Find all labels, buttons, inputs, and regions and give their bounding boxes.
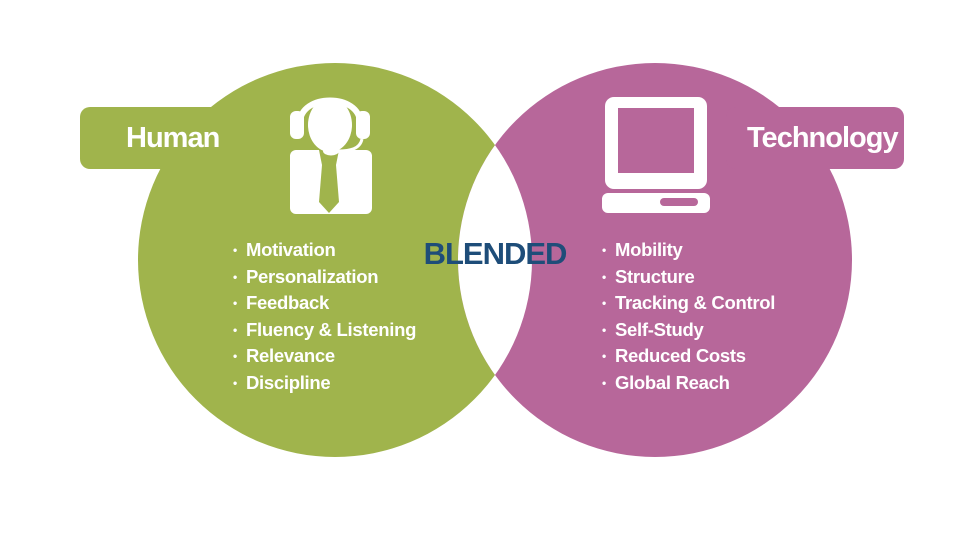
list-item: •Self-Study	[602, 318, 704, 340]
blended-title: BLENDED	[423, 236, 568, 271]
list-item: •Motivation	[233, 239, 336, 260]
list-item: •Feedback	[233, 292, 329, 314]
computer-monitor-icon	[602, 97, 710, 213]
headset-person-icon	[290, 97, 372, 214]
list-item: •Personalization	[233, 265, 379, 287]
technology-label: Technology	[726, 107, 904, 169]
list-item: •Global Reach	[602, 371, 730, 393]
list-item: •Structure	[602, 265, 695, 287]
list-item: •Relevance	[233, 345, 335, 367]
human-label: Human	[80, 107, 258, 169]
human-list: •Motivation •Personalization •Feedback •…	[233, 237, 416, 397]
technology-list: •Mobility •Structure •Tracking & Control…	[602, 237, 775, 397]
list-item: •Fluency & Listening	[233, 318, 417, 340]
list-item: •Discipline	[233, 371, 331, 393]
list-item: •Mobility	[602, 239, 683, 260]
list-item: •Tracking & Control	[602, 292, 776, 314]
list-item: •Reduced Costs	[602, 345, 746, 367]
